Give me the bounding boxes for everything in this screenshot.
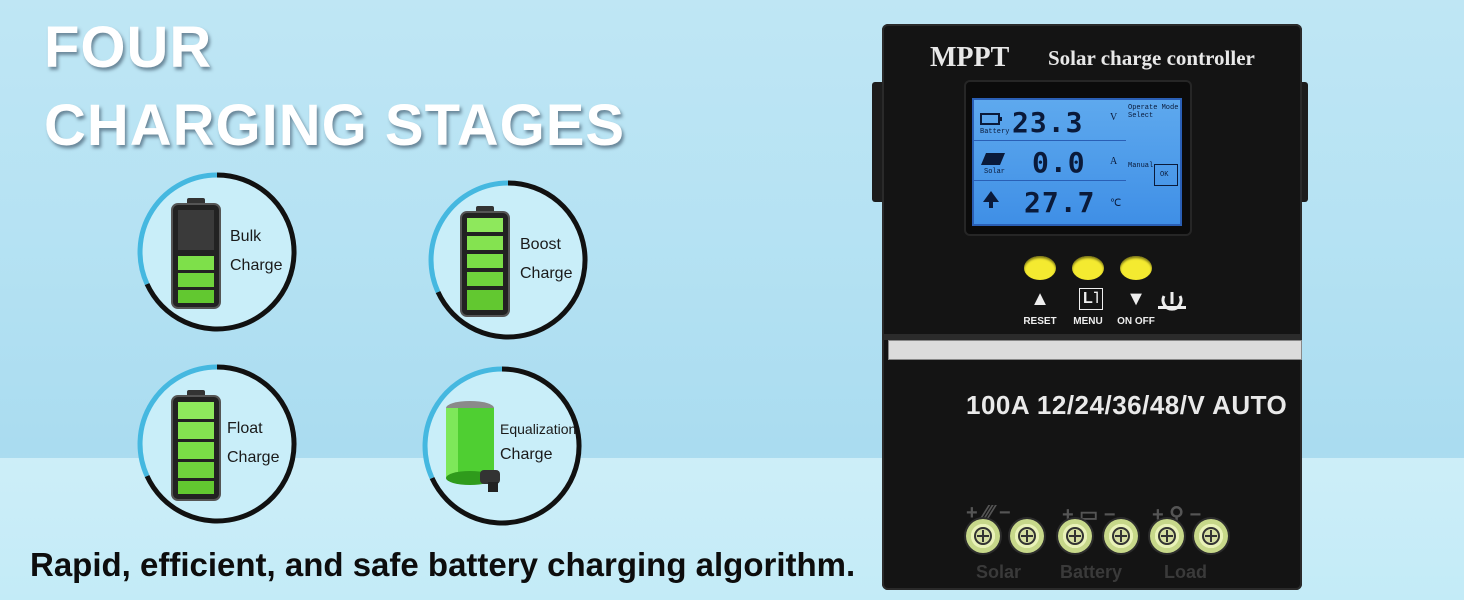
lcd-temperature: 27.7 [1024,186,1096,219]
terminal-screw[interactable] [1058,519,1092,553]
lcd-screen: Battery 23.3 V Solar 0.0 A 27.7 ℃ [972,98,1128,226]
stage-label-line-2: Charge [520,265,573,282]
lcd-current: 0.0 [1032,146,1086,179]
lcd-frame: Battery 23.3 V Solar 0.0 A 27.7 ℃ [966,82,1190,234]
stage-equalization: Equalization Charge [422,366,582,526]
charge-controller: MPPT Solar charge controller Battery 23.… [872,22,1308,592]
onoff-label: ON OFF [1117,316,1155,327]
terminal-screw[interactable] [966,519,1000,553]
solar-panel-icon [981,153,1005,165]
stage-label-line-2: Charge [500,446,553,463]
lcd-select-label: Select [1128,112,1154,120]
onoff-button[interactable] [1120,256,1152,280]
terminal-screw[interactable] [1104,519,1138,553]
rating-label: 100A 12/24/36/48/V AUTO [966,390,1288,420]
label-window [888,340,1302,360]
terminal-label-battery: Battery [1060,562,1123,582]
lcd-current-unit: A [1110,156,1118,167]
battery-icon [460,206,510,317]
stage-label-line-1: Bulk [230,228,262,245]
stage-label-line-1: Boost [520,236,561,253]
solar-polarity: + ⁄⁄⁄ − [966,502,1011,524]
lcd-divider [974,180,1126,181]
terminal-label-solar: Solar [976,562,1022,582]
controller-body: MPPT Solar charge controller Battery 23.… [882,24,1302,590]
stage-boost: Boost Charge [428,180,588,340]
menu-button[interactable] [1072,256,1104,280]
terminal-screw[interactable] [1150,519,1184,553]
equalization-battery-icon [446,401,500,492]
power-icon [1158,292,1186,311]
menu-icon: L˥ [1079,288,1103,310]
terminal-label-load: Load [1164,562,1207,582]
load-lamp-icon [983,191,999,208]
lcd-voltage-unit: V [1110,112,1118,123]
down-arrow-icon: ▼ [1126,288,1146,310]
stage-label-line-1: Float [227,420,263,437]
reset-label: RESET [1023,316,1057,327]
lcd-manual-label: Manual [1128,162,1154,170]
battery-icon [171,198,221,309]
brand-label: MPPT [930,42,1010,73]
headline-line-1: FOUR [44,15,213,80]
tagline: Rapid, efficient, and safe battery charg… [30,546,856,583]
battery-icon [171,390,221,501]
stage-bulk: Bulk Charge [137,172,297,332]
lcd-ok-box: OK [1154,164,1178,186]
stage-float: Float Charge [137,364,297,524]
battery-icon [980,113,1002,125]
terminal-screw[interactable] [1194,519,1228,553]
lcd-side-panel: Operate Mode Select Manual OK [1126,98,1182,226]
headline-line-2: CHARGING STAGES [44,93,626,158]
reset-button[interactable] [1024,256,1056,280]
menu-label: MENU [1073,316,1103,327]
stage-label-line-2: Charge [227,449,280,466]
lcd-temperature-unit: ℃ [1110,198,1122,209]
stage-label-line-1: Equalization [500,421,577,437]
lcd-divider [974,140,1126,141]
lcd-voltage: 23.3 [1012,106,1084,139]
lcd-solar-label: Solar [984,168,1006,176]
stage-label-line-2: Charge [230,257,283,274]
controller-subtitle: Solar charge controller [1048,46,1255,70]
lcd-battery-label: Battery [980,128,1010,136]
lcd-ok-label: OK [1160,171,1169,179]
up-arrow-icon: ▲ [1030,288,1050,310]
terminal-screw[interactable] [1010,519,1044,553]
panel-divider [882,334,1302,340]
lcd-mode-label: Operate Mode [1128,104,1179,112]
